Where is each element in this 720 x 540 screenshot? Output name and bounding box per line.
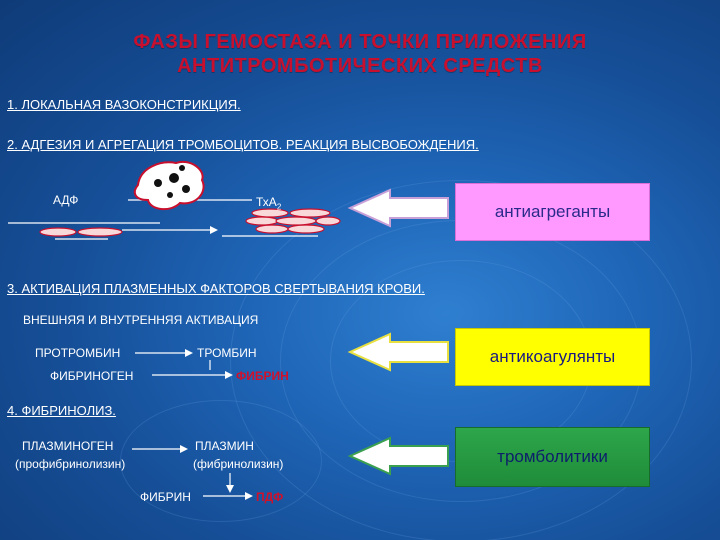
antiplatelet-box: антиагреганты — [455, 183, 650, 241]
platelet-granule-icon — [182, 185, 190, 193]
slide-title: ФАЗЫ ГЕМОСТАЗА И ТОЧКИ ПРИЛОЖЕНИЯ АНТИТР… — [0, 30, 720, 78]
arrowhead-icon — [180, 445, 188, 453]
profibrinolysin-label: (профибринолизин) — [15, 457, 126, 471]
arrowhead-icon — [226, 485, 234, 493]
platelet-granule-icon — [167, 192, 173, 198]
txa2-label: ТхА2 — [256, 195, 282, 212]
platelet-icon — [275, 216, 317, 226]
phase-2-heading: 2. АДГЕЗИЯ И АГРЕГАЦИЯ ТРОМБОЦИТОВ. РЕАК… — [7, 137, 479, 152]
phase-1-heading: 1. ЛОКАЛЬНАЯ ВАЗОКОНСТРИКЦИЯ. — [7, 97, 241, 112]
thrombin-label: ТРОМБИН — [197, 346, 257, 360]
platelet-icon — [255, 224, 289, 234]
thrombolytic-label: тромболитики — [497, 447, 608, 466]
fibrinogen-label: ФИБРИНОГЕН — [50, 369, 134, 383]
platelet-icon — [289, 208, 331, 218]
anticoagulant-box: антикоагулянты — [455, 328, 650, 386]
anticoagulant-label: антикоагулянты — [489, 347, 616, 366]
platelet-granule-icon — [169, 173, 179, 183]
thrombolytic-box: тромболитики — [455, 427, 650, 487]
arrowhead-icon — [185, 349, 193, 357]
antiplatelet-label: антиагреганты — [494, 202, 611, 221]
platelet-icon — [287, 224, 325, 234]
fibrinolysin-label: (фибринолизин) — [193, 457, 284, 471]
antiplatelet-arrow-icon — [347, 188, 449, 228]
adp-label: АДФ — [53, 193, 79, 207]
platelet-granule-icon — [154, 179, 162, 187]
title-line-1: ФАЗЫ ГЕМОСТАЗА И ТОЧКИ ПРИЛОЖЕНИЯ — [133, 31, 587, 53]
arrowhead-icon — [210, 226, 218, 234]
platelet-icon — [315, 216, 341, 226]
arrowhead-icon — [245, 492, 253, 500]
platelet-granule-icon — [179, 165, 185, 171]
phase-4-heading: 4. ФИБРИНОЛИЗ. — [7, 403, 116, 418]
activated-platelet-icon — [133, 160, 205, 211]
prothrombin-label: ПРОТРОМБИН — [35, 346, 121, 360]
title-line-2: АНТИТРОМБОТИЧЕСКИХ СРЕДСТВ — [177, 55, 543, 77]
platelet-icon — [245, 216, 279, 226]
fibrin-label: ФИБРИН — [236, 369, 289, 383]
thrombolytic-arrow-icon — [347, 436, 449, 476]
pdf-label: ПДФ — [256, 490, 284, 504]
platelet-icon — [39, 227, 77, 237]
phase-3-heading: 3. АКТИВАЦИЯ ПЛАЗМЕННЫХ ФАКТОРОВ СВЕРТЫВ… — [7, 281, 425, 296]
plasminogen-label: ПЛАЗМИНОГЕН — [22, 439, 114, 453]
arrowhead-icon — [225, 371, 233, 379]
platelet-icon — [77, 227, 123, 237]
fibrin-label-lysis: ФИБРИН — [140, 490, 191, 504]
anticoagulant-arrow-icon — [347, 332, 449, 372]
plasmin-label: ПЛАЗМИН — [195, 439, 254, 453]
activation-subtitle: ВНЕШНЯЯ И ВНУТРЕННЯЯ АКТИВАЦИЯ — [23, 313, 259, 327]
